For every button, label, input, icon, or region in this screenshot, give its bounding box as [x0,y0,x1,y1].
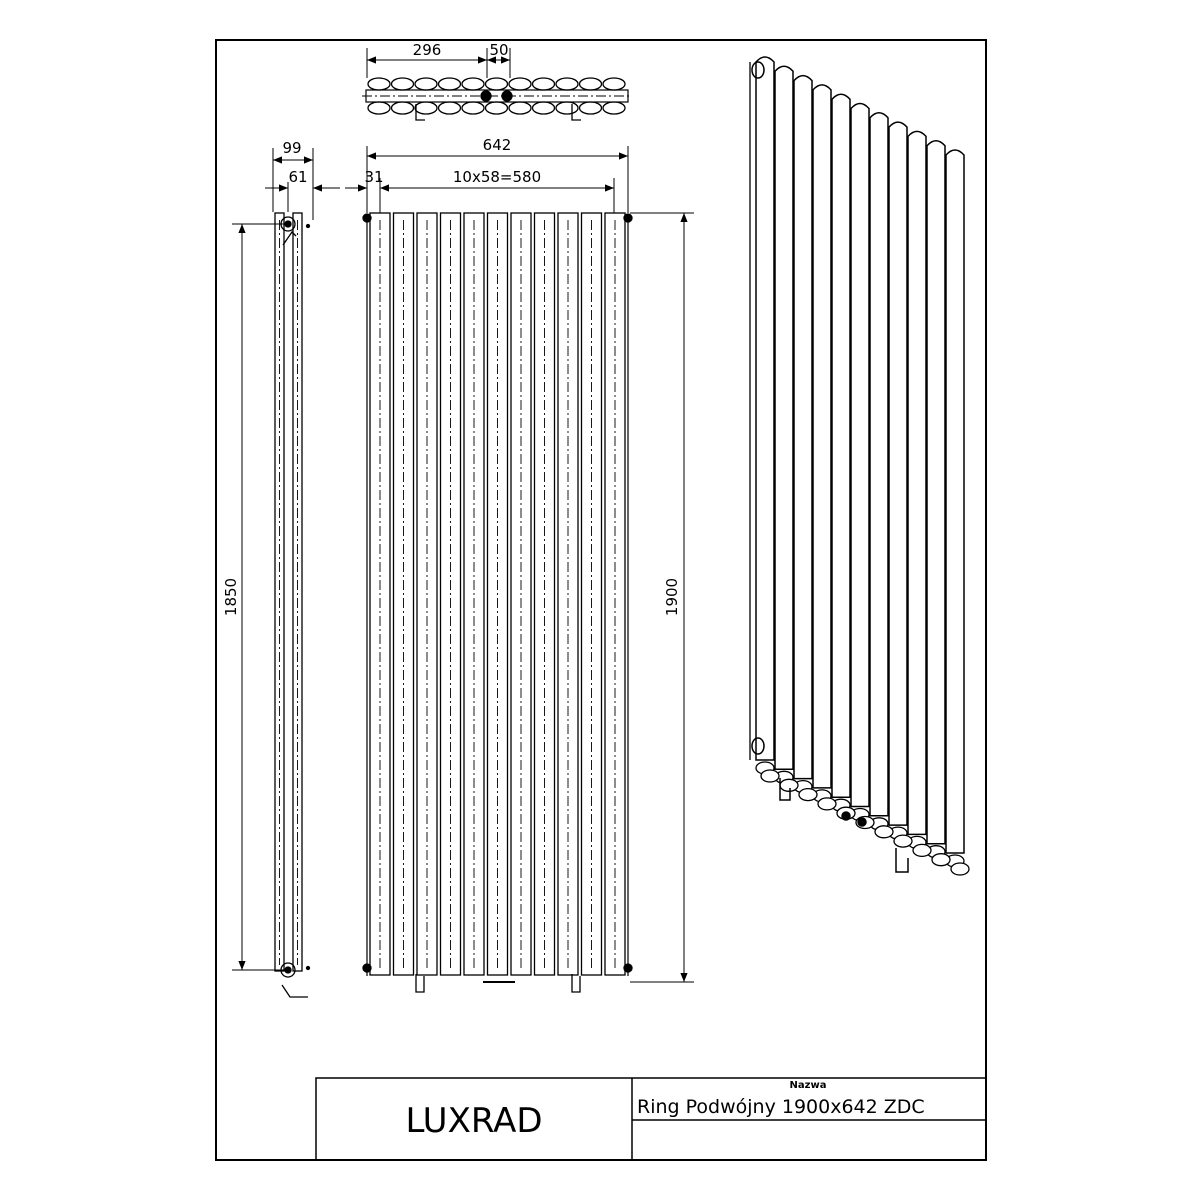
iso-tube [812,84,832,789]
iso-tube-end [798,787,818,802]
name-label: Nazwa [790,1080,827,1091]
front-tube [580,212,603,976]
top-tube-section [602,101,626,115]
top-tube-section [414,101,438,115]
front-tube [510,212,532,976]
front-tube [604,212,626,976]
valve-connector-right [501,90,513,102]
top-tube-section [461,77,485,91]
top-tube-section [531,77,556,91]
iso-tube [926,139,946,845]
dim-top-296: 296 [413,41,442,59]
dim-front-31: 31 [364,168,383,186]
iso-tube [831,93,851,798]
iso-tube-end [893,834,913,848]
iso-tube [869,112,889,817]
iso-tube-end [779,778,799,792]
product-name: Ring Podwójny 1900x642 ZDC [637,1096,925,1118]
front-bracket-left [415,974,425,993]
front-tube [557,212,579,976]
top-tube-section [414,77,438,91]
iso-bracket-right [895,848,909,873]
top-tube-section [578,101,603,115]
front-view [345,146,694,993]
front-tube [392,212,415,976]
top-tube-section [555,101,579,115]
top-tube-section [437,77,462,91]
top-tube-section [531,101,556,115]
iso-tube-end [874,825,894,839]
side-view [232,148,340,998]
top-tube-section [602,77,626,91]
brand-name: LUXRAD [405,1101,542,1141]
dim-front-642: 642 [483,136,512,154]
top-tube-section [437,101,462,115]
isometric-tubes [755,56,970,876]
dim-front-580: 10x58=580 [453,168,541,186]
dim-top-50: 50 [489,41,508,59]
front-tube [416,212,438,976]
top-tube-section [461,101,485,115]
title-block [315,1077,987,1161]
top-tube-section [508,101,532,115]
top-tube-section [578,77,603,91]
top-tube-section [367,101,391,115]
dim-side-99: 99 [282,139,301,157]
top-tube-section [367,77,391,91]
dim-front-1900: 1900 [663,578,681,616]
front-tube [439,212,462,976]
wall-bracket-left [415,104,425,121]
side-bracket-bottom [281,984,308,998]
iso-tube-end [931,853,951,867]
iso-tube-end [950,862,970,876]
front-tube [463,212,485,976]
iso-tube-end [817,797,837,811]
iso-tube [755,56,775,761]
front-bracket-right [571,974,581,993]
iso-bracket-left [779,778,791,801]
front-tube [533,212,556,976]
isometric-view [749,56,970,876]
top-view [362,48,632,121]
dim-side-61: 61 [288,168,307,186]
iso-tube [774,65,794,771]
top-tube-section [508,77,532,91]
top-tube-section [484,77,509,91]
iso-tube [945,149,965,854]
iso-tube [888,121,908,826]
iso-tube [850,102,870,808]
front-tube [486,212,509,976]
top-tube-section [484,101,509,115]
valve-connector-left [480,90,492,102]
wall-bracket-right [571,104,581,121]
top-tube-section [390,101,415,115]
iso-tube-end [912,843,932,858]
top-tube-section [555,77,579,91]
iso-tube [793,74,813,780]
iso-tube [907,130,927,836]
iso-tube-end [760,769,780,783]
front-view-tubes [369,212,626,976]
top-tube-section [390,77,415,91]
dim-side-1850: 1850 [222,578,240,616]
